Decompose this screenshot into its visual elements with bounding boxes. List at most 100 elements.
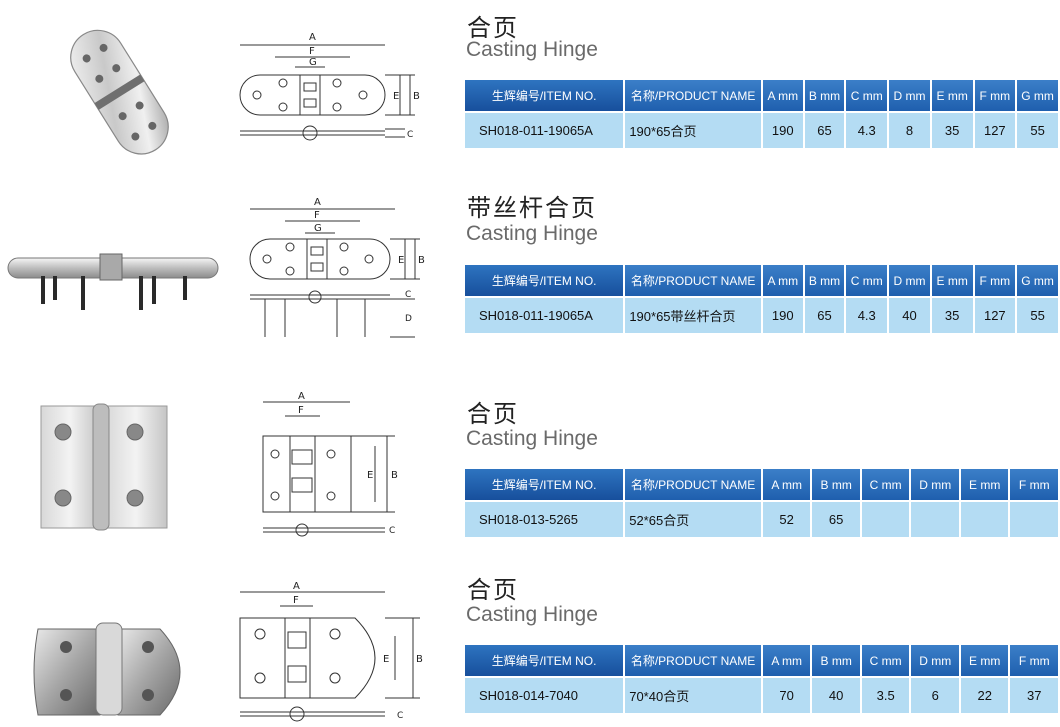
- dim-g-label: G: [314, 223, 322, 234]
- table-header-row: 生辉编号/ITEM NO. 名称/PRODUCT NAME A mm B mm …: [465, 265, 1060, 297]
- value-cell: 37: [1009, 676, 1060, 713]
- col-header: B mm: [811, 645, 862, 677]
- table-row: SH018-013-5265 52*65合页 52 65: [465, 500, 1060, 537]
- dim-c-label: C: [405, 290, 411, 300]
- table-row: SH018-011-19065A 190*65合页 190 65 4.3 8 3…: [465, 111, 1060, 148]
- value-cell: 40: [811, 676, 862, 713]
- value-cell: [910, 500, 961, 537]
- col-header: E mm: [930, 80, 975, 112]
- col-header: F mm: [1009, 645, 1060, 677]
- col-header: F mm: [973, 265, 1018, 297]
- value-cell: 65: [803, 111, 847, 148]
- product-title-en: Casting Hinge: [466, 38, 598, 61]
- dim-b-label: B: [413, 91, 420, 102]
- value-cell: [860, 500, 912, 537]
- hinge-drawing-2: A F G E B C D: [249, 197, 425, 338]
- value-cell: 35: [930, 296, 975, 333]
- hinge-photo-1: [70, 29, 169, 155]
- butt-hinge-photo-3: [40, 403, 168, 531]
- item-no-cell: SH018-011-19065A: [465, 296, 626, 333]
- item-no-cell: SH018-014-7040: [465, 676, 626, 713]
- product-title-cn: 带丝杆合页: [467, 194, 597, 222]
- value-cell: 55: [1016, 296, 1060, 333]
- value-cell: 22: [959, 676, 1011, 713]
- spec-table: 生辉编号/ITEM NO. 名称/PRODUCT NAME A mm B mm …: [465, 469, 1060, 537]
- dim-f-label: F: [314, 210, 320, 221]
- value-cell: 127: [973, 296, 1018, 333]
- col-header: 名称/PRODUCT NAME: [624, 265, 763, 297]
- product-name-cell: 70*40合页: [624, 676, 763, 713]
- col-header: D mm: [910, 645, 961, 677]
- product-name-cell: 190*65带丝杆合页: [624, 296, 763, 333]
- col-header: B mm: [811, 469, 862, 501]
- spec-table: 生辉编号/ITEM NO. 名称/PRODUCT NAME A mm B mm …: [465, 80, 1060, 148]
- hinge-drawing-3: A F E B C: [262, 391, 398, 537]
- col-header: C mm: [860, 645, 912, 677]
- value-cell: 8: [888, 111, 932, 148]
- dim-f-label: F: [298, 405, 304, 416]
- col-header: 生辉编号/ITEM NO.: [465, 80, 626, 112]
- col-header: E mm: [959, 469, 1011, 501]
- dim-a-label: A: [293, 581, 300, 592]
- value-cell: [959, 500, 1011, 537]
- spec-table: 生辉编号/ITEM NO. 名称/PRODUCT NAME A mm B mm …: [465, 265, 1060, 333]
- hinge-drawing-1: A F G E B C: [239, 32, 420, 141]
- col-header: B mm: [803, 80, 847, 112]
- dim-f-label: F: [309, 46, 315, 57]
- dim-f-label: F: [293, 595, 299, 606]
- product-title-cn: 合页: [467, 14, 519, 42]
- dim-d-label: D: [405, 314, 412, 324]
- value-cell: 70: [761, 676, 813, 713]
- value-cell: 190: [761, 296, 805, 333]
- table-header-row: 生辉编号/ITEM NO. 名称/PRODUCT NAME A mm B mm …: [465, 645, 1060, 677]
- col-header: 生辉编号/ITEM NO.: [465, 469, 626, 501]
- dim-a-label: A: [309, 32, 316, 43]
- col-header: E mm: [930, 265, 975, 297]
- col-header: A mm: [761, 265, 805, 297]
- hinge-photo-4: [33, 622, 181, 716]
- value-cell: 40: [888, 296, 932, 333]
- dim-c-label: C: [407, 130, 413, 140]
- col-header: C mm: [845, 80, 890, 112]
- item-no-cell: SH018-011-19065A: [465, 111, 626, 148]
- col-header: F mm: [973, 80, 1018, 112]
- product-title-cn: 合页: [467, 400, 519, 428]
- value-cell: 52: [761, 500, 813, 537]
- col-header: F mm: [1009, 469, 1060, 501]
- table-header-row: 生辉编号/ITEM NO. 名称/PRODUCT NAME A mm B mm …: [465, 469, 1060, 501]
- product-name-cell: 52*65合页: [624, 500, 763, 537]
- dim-e-label: E: [383, 654, 389, 665]
- item-no-cell: SH018-013-5265: [465, 500, 626, 537]
- col-header: E mm: [959, 645, 1011, 677]
- dim-a-label: A: [314, 197, 321, 208]
- table-row: SH018-014-7040 70*40合页 70 40 3.5 6 22 37: [465, 676, 1060, 713]
- dim-c-label: C: [397, 711, 403, 721]
- value-cell: 190: [761, 111, 805, 148]
- dim-b-label: B: [391, 470, 398, 481]
- table-header-row: 生辉编号/ITEM NO. 名称/PRODUCT NAME A mm B mm …: [465, 80, 1060, 112]
- col-header: C mm: [860, 469, 912, 501]
- hinge-with-studs-photo-2: [7, 253, 219, 310]
- col-header: 名称/PRODUCT NAME: [624, 645, 763, 677]
- product-title-en: Casting Hinge: [466, 427, 598, 450]
- col-header: D mm: [888, 265, 932, 297]
- dim-g-label: G: [309, 57, 317, 68]
- dim-a-label: A: [298, 391, 305, 402]
- product-title-cn: 合页: [467, 576, 519, 604]
- dim-e-label: E: [398, 255, 404, 266]
- col-header: 生辉编号/ITEM NO.: [465, 265, 626, 297]
- dim-b-label: B: [418, 255, 425, 266]
- value-cell: 4.3: [845, 296, 890, 333]
- col-header: A mm: [761, 469, 813, 501]
- dim-e-label: E: [393, 91, 399, 102]
- value-cell: 127: [973, 111, 1018, 148]
- col-header: G mm: [1016, 80, 1060, 112]
- col-header: B mm: [803, 265, 847, 297]
- value-cell: 4.3: [845, 111, 890, 148]
- col-header: C mm: [845, 265, 890, 297]
- col-header: D mm: [910, 469, 961, 501]
- product-name-cell: 190*65合页: [624, 111, 763, 148]
- product-title-en: Casting Hinge: [466, 603, 598, 626]
- dim-c-label: C: [389, 526, 395, 536]
- value-cell: 35: [930, 111, 975, 148]
